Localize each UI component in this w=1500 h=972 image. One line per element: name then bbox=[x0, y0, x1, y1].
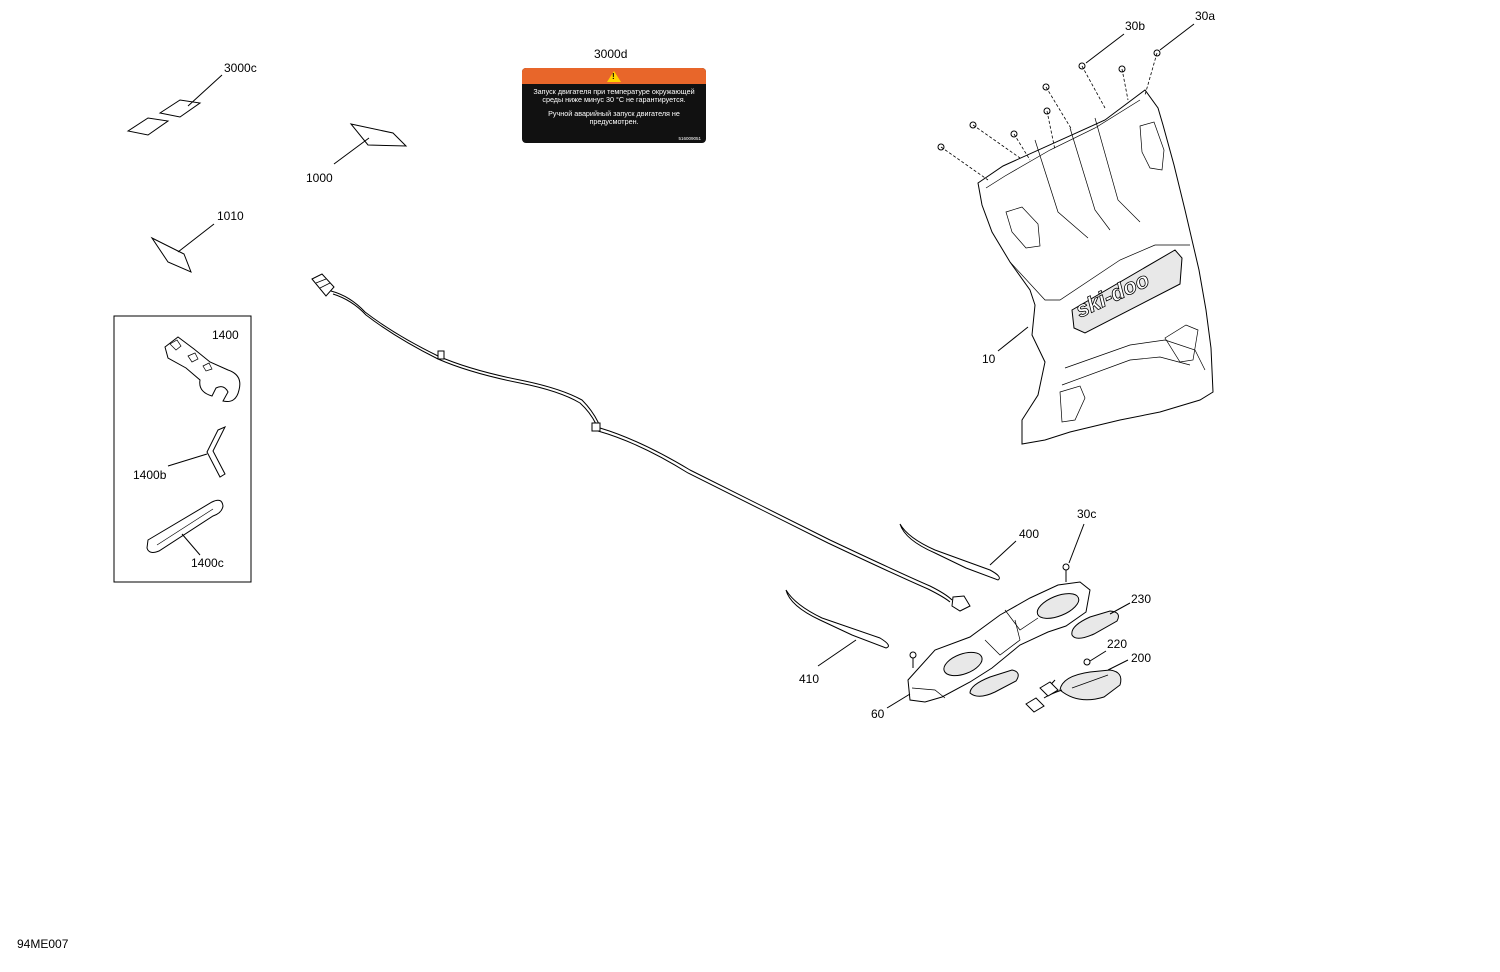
decal-header: ! bbox=[522, 68, 706, 84]
callout-1400: 1400 bbox=[212, 328, 239, 342]
part-60-light-housing: 60 bbox=[871, 581, 1091, 721]
part-410-reflector: 410 bbox=[785, 589, 889, 686]
callout-1000: 1000 bbox=[306, 171, 333, 185]
callout-30b: 30b bbox=[1125, 19, 1145, 33]
part-30c-fastener: 30c bbox=[1062, 507, 1096, 582]
callout-30c: 30c bbox=[1077, 507, 1096, 521]
part-230-lens: 230 bbox=[1071, 592, 1151, 639]
callout-1400b: 1400b bbox=[133, 468, 167, 482]
callout-220: 220 bbox=[1107, 637, 1127, 651]
callout-60: 60 bbox=[871, 707, 885, 721]
part-1010-decal: 1010 bbox=[150, 209, 244, 273]
warning-triangle-icon: ! bbox=[607, 70, 621, 82]
callout-200: 200 bbox=[1131, 651, 1151, 665]
decal-part-code: 516009051 bbox=[678, 136, 701, 141]
callout-3000d: 3000d bbox=[594, 47, 627, 61]
callout-1010: 1010 bbox=[217, 209, 244, 223]
decal-3000d: ! Запуск двигателя при температуре окруж… bbox=[522, 68, 706, 143]
callout-3000c: 3000c bbox=[224, 61, 257, 75]
callout-30a: 30a bbox=[1195, 9, 1215, 23]
part-1000-decal: 1000 bbox=[306, 123, 408, 185]
callout-410: 410 bbox=[799, 672, 819, 686]
part-30a-30b-fasteners: 30b 30a bbox=[937, 9, 1215, 181]
part-200-220-light-assembly: 220 200 bbox=[1025, 637, 1151, 713]
part-10-rear-flap: ski-doo 10 bbox=[977, 89, 1214, 445]
part-lens-lower bbox=[969, 669, 1019, 697]
decal-text-1: Запуск двигателя при температуре окружаю… bbox=[533, 87, 695, 104]
part-wire-harness bbox=[311, 273, 971, 612]
decal-text-2: Ручной аварийный запуск двигателя не пре… bbox=[548, 109, 680, 126]
part-1400-tool-kit: 1400 1400b 1400c bbox=[113, 315, 252, 583]
callout-1400c: 1400c bbox=[191, 556, 224, 570]
part-400-reflector: 400 bbox=[899, 523, 1039, 581]
callout-230: 230 bbox=[1131, 592, 1151, 606]
callout-400: 400 bbox=[1019, 527, 1039, 541]
callout-10: 10 bbox=[982, 352, 996, 366]
diagram-code: 94ME007 bbox=[17, 937, 69, 951]
part-3000c-decals: 3000c bbox=[126, 61, 257, 136]
